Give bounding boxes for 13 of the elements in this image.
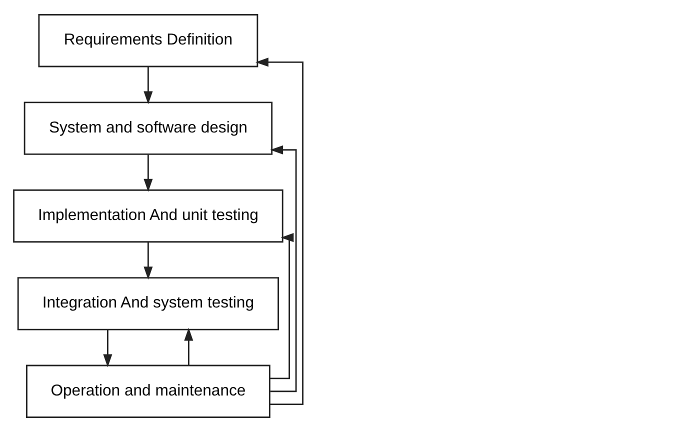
arrow [255, 57, 304, 405]
arrow [184, 327, 194, 365]
node-box: System and software design [24, 101, 273, 154]
arrow [144, 242, 153, 280]
arrow [144, 66, 153, 104]
node-box: Operation and maintenance [26, 364, 270, 418]
arrow [144, 154, 153, 192]
arrow [270, 232, 294, 379]
arrow [103, 330, 112, 367]
node-box: Requirements Definition [38, 14, 258, 67]
node-box: Implementation And unit testing [13, 188, 284, 242]
node-box: Integration And system testing [17, 276, 279, 330]
arrow [270, 144, 297, 392]
